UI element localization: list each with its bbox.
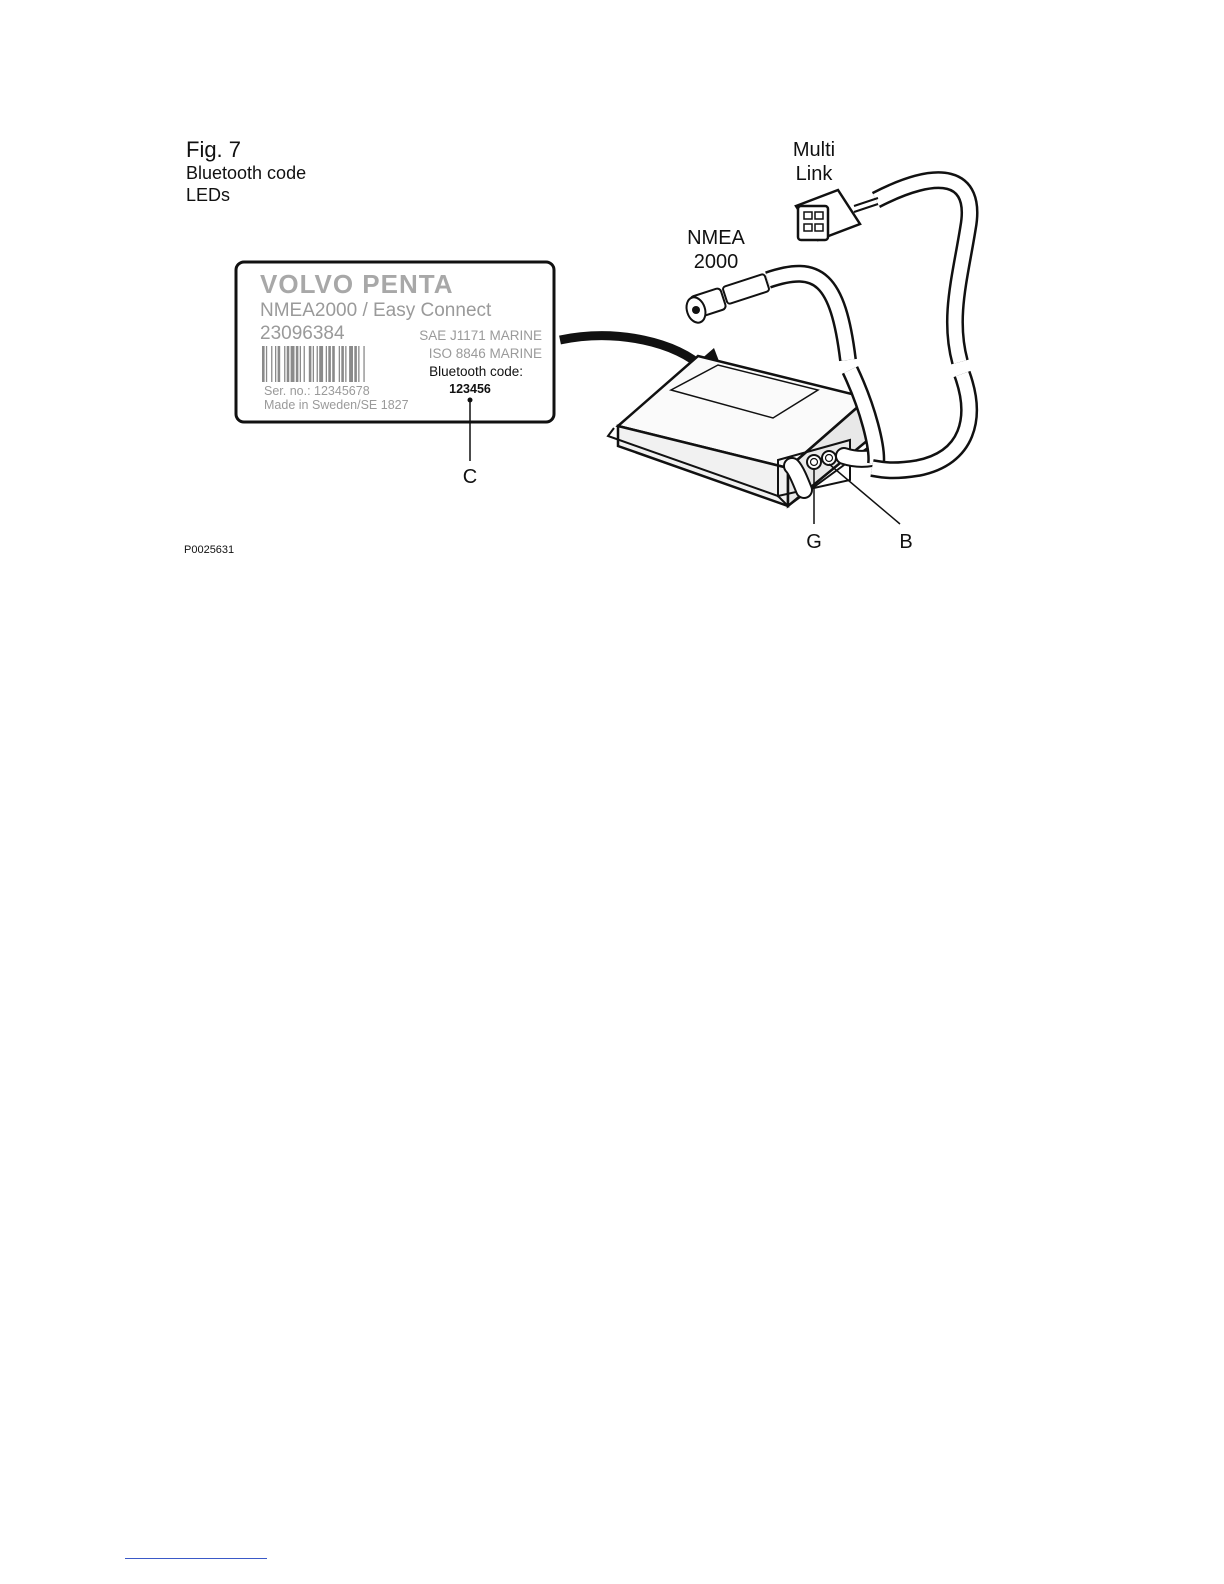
figure-title: Fig. 7 <box>186 138 241 162</box>
barcode-bar <box>271 346 272 382</box>
barcode-bar <box>291 346 295 382</box>
barcode-bar <box>328 346 331 382</box>
figure-subtitle-bluetooth: Bluetooth code <box>186 162 306 184</box>
barcode-bar <box>326 346 327 382</box>
callout-g: G <box>806 531 822 553</box>
callout-b: B <box>899 531 912 553</box>
barcode-bar <box>287 346 290 382</box>
callout-c: C <box>463 466 477 488</box>
barcode-bar <box>317 346 318 382</box>
plate-serial: Ser. no.: 12345678 <box>264 384 370 398</box>
easy-connect-module <box>608 356 872 506</box>
led-g <box>807 455 821 469</box>
barcode-bar <box>341 346 344 382</box>
multi-link-label-line1: Multi <box>793 139 835 161</box>
barcode-bar <box>319 346 323 382</box>
barcode-bar <box>284 346 285 382</box>
barcode-bar <box>349 346 353 382</box>
plate-product: NMEA2000 / Easy Connect <box>260 300 492 321</box>
plate-standard-1: SAE J1171 MARINE <box>419 328 542 343</box>
plate-standard-2: ISO 8846 MARINE <box>429 346 542 361</box>
barcode-bar <box>354 346 357 382</box>
barcode-bar <box>278 346 281 382</box>
barcode-bar <box>300 346 301 382</box>
barcode-bar <box>332 346 335 382</box>
nmea-label-line2: 2000 <box>694 251 739 273</box>
barcode-bar <box>363 346 364 382</box>
barcode-bar <box>309 346 312 382</box>
barcode-bar <box>339 346 340 382</box>
barcode-bar <box>275 346 276 382</box>
barcode-bar <box>304 346 305 382</box>
footnote-rule <box>125 1558 267 1559</box>
nmea-label-line1: NMEA <box>687 227 745 249</box>
plate-bluetooth-label: Bluetooth code: <box>429 364 523 379</box>
barcode-bar <box>266 346 267 382</box>
plate-origin: Made in Sweden/SE 1827 <box>264 398 409 412</box>
figure-id: P0025631 <box>184 544 234 556</box>
figure-subtitle-leds: LEDs <box>186 184 230 206</box>
barcode-bar <box>358 346 359 382</box>
plate-brand: VOLVO PENTA <box>260 269 454 299</box>
barcode-bar <box>345 346 346 382</box>
barcode-bar <box>313 346 314 382</box>
led-b <box>822 451 836 465</box>
figure-illustration: VOLVO PENTA NMEA2000 / Easy Connect 2309… <box>178 128 1062 558</box>
barcode-bar <box>262 346 265 382</box>
barcode-bar <box>296 346 299 382</box>
plate-part-number: 23096384 <box>260 323 345 344</box>
figure-7: VOLVO PENTA NMEA2000 / Easy Connect 2309… <box>178 128 1062 558</box>
multi-link-label-line2: Link <box>796 163 834 185</box>
label-plate: VOLVO PENTA NMEA2000 / Easy Connect 2309… <box>236 262 554 461</box>
plate-bluetooth-code: 123456 <box>449 382 491 396</box>
